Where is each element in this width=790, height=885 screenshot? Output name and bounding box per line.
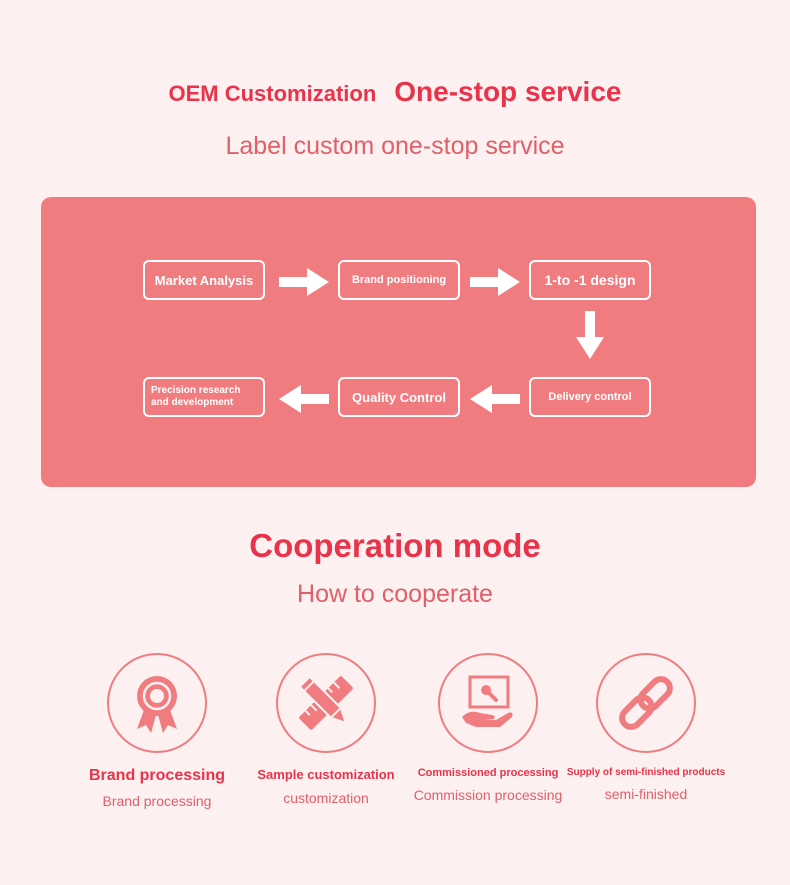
mode-title: Supply of semi-finished products [566, 767, 726, 778]
arrow-left-icon [470, 385, 520, 413]
mode-subtitle: customization [283, 790, 369, 806]
step-one-to-one-design: 1-to -1 design [529, 260, 651, 300]
oem-customization-title: OEM Customization [168, 81, 377, 106]
header: OEM Customization One-stop service [0, 76, 790, 108]
mode-title: Commissioned processing [417, 767, 559, 779]
step-market-analysis: Market Analysis [143, 260, 265, 300]
service-flow-panel: Market Analysis Brand positioning 1-to -… [41, 197, 756, 487]
arrow-right-icon [279, 268, 329, 296]
cooperation-subtitle: How to cooperate [297, 580, 493, 608]
step-precision-research: Precision research and development [143, 377, 265, 417]
mode-title: Sample customization [257, 767, 395, 782]
arrow-left-icon [279, 385, 329, 413]
mode-semi-finished-supply: Supply of semi-finished products semi-fi… [556, 653, 736, 802]
mode-subtitle: Commission processing [413, 787, 563, 803]
hand-service-icon [462, 675, 513, 727]
step-quality-control: Quality Control [338, 377, 460, 417]
mode-subtitle: semi-finished [604, 786, 688, 802]
step-brand-positioning: Brand positioning [338, 260, 460, 300]
arrow-down-icon [576, 311, 604, 359]
mode-title: Brand processing [88, 767, 226, 784]
mode-commissioned-processing: Commissioned processing Commission proce… [398, 653, 578, 803]
cooperation-title: Cooperation mode [249, 527, 541, 564]
arrow-right-icon [470, 268, 520, 296]
mode-sample-customization: Sample customization customization [236, 653, 416, 806]
mode-brand-processing: Brand processing Brand processing [67, 653, 247, 809]
mode-subtitle: Brand processing [102, 793, 212, 809]
pencil-ruler-icon [298, 675, 353, 730]
award-ribbon-icon [137, 676, 177, 733]
one-stop-service-title: One-stop service [394, 76, 622, 107]
header-subtitle: Label custom one-stop service [225, 132, 565, 160]
step-delivery-control: Delivery control [529, 377, 651, 417]
chain-link-icon [619, 676, 673, 730]
